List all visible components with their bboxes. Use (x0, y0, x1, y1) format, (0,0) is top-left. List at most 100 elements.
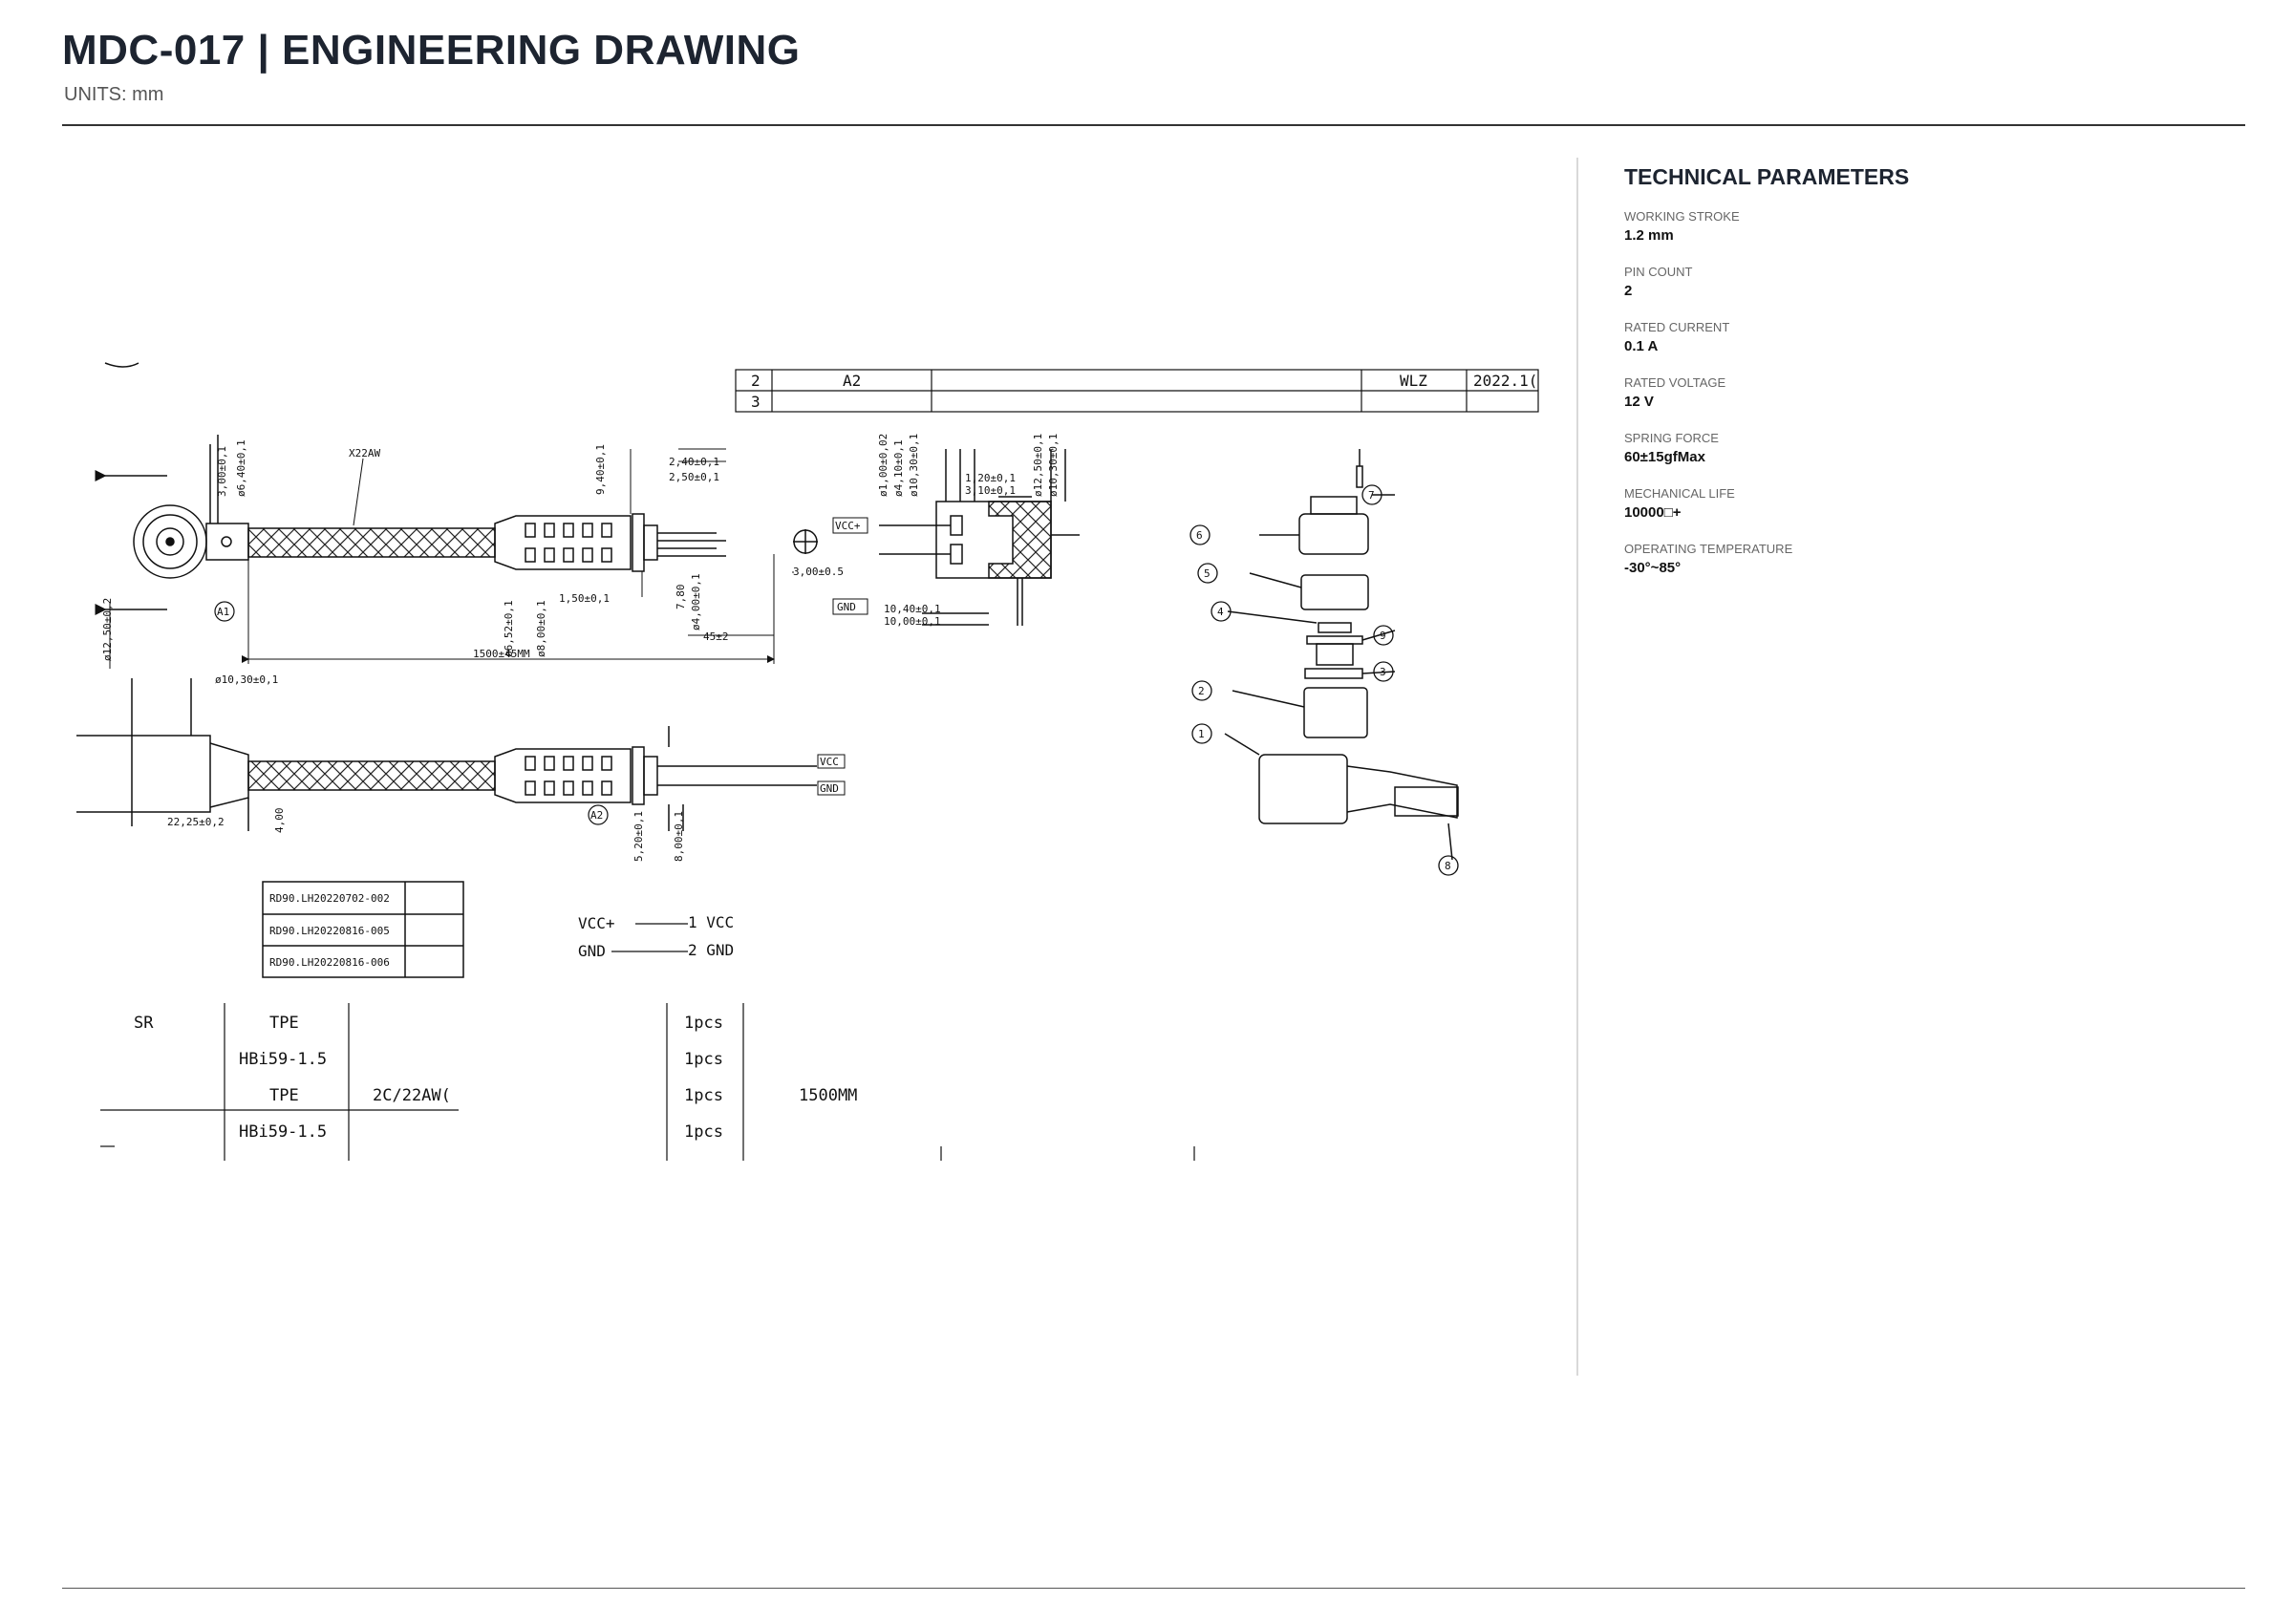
rev-cell: 3 (751, 393, 761, 411)
dim-label: 5,20±0,1 (632, 811, 645, 862)
callout-balloon (214, 601, 235, 622)
balloon-number: 7 (1368, 489, 1375, 502)
revision-table (735, 369, 1539, 413)
param-rated-current: RATED CURRENT 0.1 A (1624, 320, 2197, 354)
braided-cable (247, 527, 496, 558)
bom-cell: 1pcs (684, 1122, 723, 1142)
dim-label: ø1,00±0,02 (877, 434, 889, 497)
dim-label: 2,50±0,1 (669, 471, 719, 483)
param-mechanical-life: MECHANICAL LIFE 10000□+ (1624, 486, 2197, 521)
vcc-tag (832, 517, 868, 534)
vcc-label: VCC (820, 756, 839, 768)
header-rule (62, 124, 2245, 126)
wiring-left-label: VCC+ (578, 914, 615, 932)
callout-label: A1 (217, 606, 229, 618)
param-value: 10000□+ (1624, 504, 1682, 521)
bom-table (100, 1003, 1195, 1161)
param-label: RATED CURRENT (1624, 320, 1730, 334)
balloon-number: 6 (1196, 529, 1203, 542)
dim-label: ø4,00±0,1 (690, 573, 702, 630)
rev-ref-cell: A2 (843, 372, 861, 390)
dim-label: ø6,40±0,1 (235, 439, 247, 497)
dim-label: 3,00±0,1 (216, 446, 228, 497)
technical-parameters-panel: TECHNICAL PARAMETERS WORKING STROKE 1.2 … (1624, 164, 2197, 597)
gnd-label: GND (837, 601, 856, 613)
param-label: MECHANICAL LIFE (1624, 486, 1735, 501)
dim-label: ø6,52±0,1 (503, 600, 515, 657)
strain-relief (494, 513, 818, 572)
param-rated-voltage: RATED VOLTAGE 12 V (1624, 375, 2197, 410)
balloon-number: 1 (1198, 728, 1205, 740)
param-operating-temperature: OPERATING TEMPERATURE -30°~85° (1624, 542, 2197, 576)
dim-label: ø12,50±0,2 (101, 598, 114, 661)
dim-label: 7,80 (675, 585, 687, 610)
param-value: 12 V (1624, 394, 1654, 410)
bom-cell: TPE (269, 1086, 299, 1105)
leader-line (353, 458, 364, 526)
callout-balloon (588, 804, 609, 825)
gnd-tag (832, 598, 868, 615)
dim-label: 45±2 (703, 630, 729, 643)
param-label: SPRING FORCE (1624, 431, 1719, 445)
dim-label: 3,10±0,1 (965, 484, 1016, 497)
balloon-number: 5 (1204, 567, 1211, 580)
wiring-right-label: 2 GND (688, 941, 734, 959)
param-spring-force: SPRING FORCE 60±15gfMax (1624, 431, 2197, 465)
param-label: PIN COUNT (1624, 265, 1693, 279)
side-strain-relief (494, 726, 817, 831)
rev-cell: 2 (751, 372, 761, 390)
rev-by-cell: WLZ (1400, 372, 1427, 390)
bom-cell: 1500MM (799, 1086, 857, 1105)
vcc-label: VCC+ (835, 520, 861, 532)
bom-cell: 1pcs (684, 1050, 723, 1069)
wiring-right-label: 1 VCC (688, 913, 734, 931)
param-label: RATED VOLTAGE (1624, 375, 1726, 390)
dim-label: 3,00±0.5 (793, 566, 844, 578)
param-value: 0.1 A (1624, 338, 1659, 354)
gnd-tag (817, 780, 846, 796)
rev-date-cell: 2022.1( (1473, 372, 1537, 390)
dim-label: ø8,00±0,1 (535, 600, 547, 657)
balloon-number: 9 (1380, 630, 1386, 642)
gnd-label: GND (820, 782, 839, 795)
param-value: -30°~85° (1624, 560, 1682, 576)
dim-label: 10,00±0,1 (884, 615, 941, 628)
bom-cell: TPE (269, 1014, 299, 1033)
engineering-drawing: 2 A2 WLZ 2022.1( 3 X22AW (76, 362, 1539, 1161)
wiring-left-label: GND (578, 942, 606, 960)
dim-label: 2,40±0,1 (669, 456, 719, 468)
part-number: RD90.LH20220816-005 (269, 925, 390, 937)
dim-label: 22,25±0,2 (167, 816, 225, 828)
dim-label: ø10,30±0,1 (1047, 434, 1060, 497)
dim-label: ø10,30±0,1 (215, 673, 278, 686)
param-value: 1.2 mm (1624, 227, 1674, 244)
braided-cable (247, 760, 496, 791)
param-label: OPERATING TEMPERATURE (1624, 542, 1793, 556)
params-title: TECHNICAL PARAMETERS (1624, 164, 1910, 189)
bom-cell: 1pcs (684, 1014, 723, 1033)
section-view (879, 449, 1080, 626)
part-number: RD90.LH20220816-006 (269, 956, 390, 969)
top-view-dimensions (109, 448, 794, 669)
view-marker (104, 362, 139, 368)
bom-cell: HBi59-1.5 (239, 1122, 327, 1142)
dim-label: 4,00 (273, 808, 286, 834)
dim-label: 1,20±0,1 (965, 472, 1016, 484)
dim-label: 1,50±0,1 (559, 592, 610, 605)
exploded-balloons (1189, 484, 1459, 876)
param-pin-count: PIN COUNT 2 (1624, 265, 2197, 299)
units-label: UNITS: mm (64, 84, 164, 105)
dim-label: ø4,10±0,1 (892, 439, 905, 497)
exploded-view (1224, 449, 1459, 861)
bom-cell: HBi59-1.5 (239, 1050, 327, 1069)
bom-cell: 2C/22AW( (373, 1086, 451, 1105)
dim-label: 10,40±0,1 (884, 603, 941, 615)
callout-label: A2 (590, 809, 603, 822)
dim-label: ø12,50±0,1 (1032, 434, 1044, 497)
param-value: 2 (1624, 283, 1633, 299)
balloon-number: 2 (1198, 685, 1205, 697)
param-label: WORKING STROKE (1624, 209, 1740, 224)
balloon-number: 8 (1445, 860, 1451, 872)
param-value: 60±15gfMax (1624, 449, 1705, 465)
vcc-tag (817, 754, 846, 769)
